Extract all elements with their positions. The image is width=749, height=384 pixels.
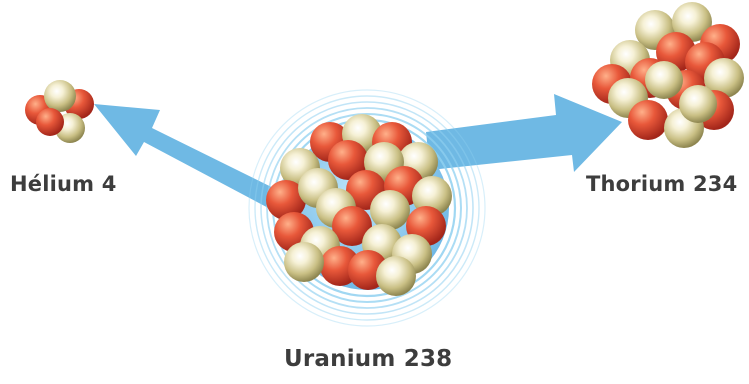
thorium-label: Thorium 234 [586, 172, 737, 196]
helium-label: Hélium 4 [10, 172, 117, 196]
uranium-label: Uranium 238 [284, 346, 452, 372]
helium-4-nucleus-icon [25, 80, 94, 143]
